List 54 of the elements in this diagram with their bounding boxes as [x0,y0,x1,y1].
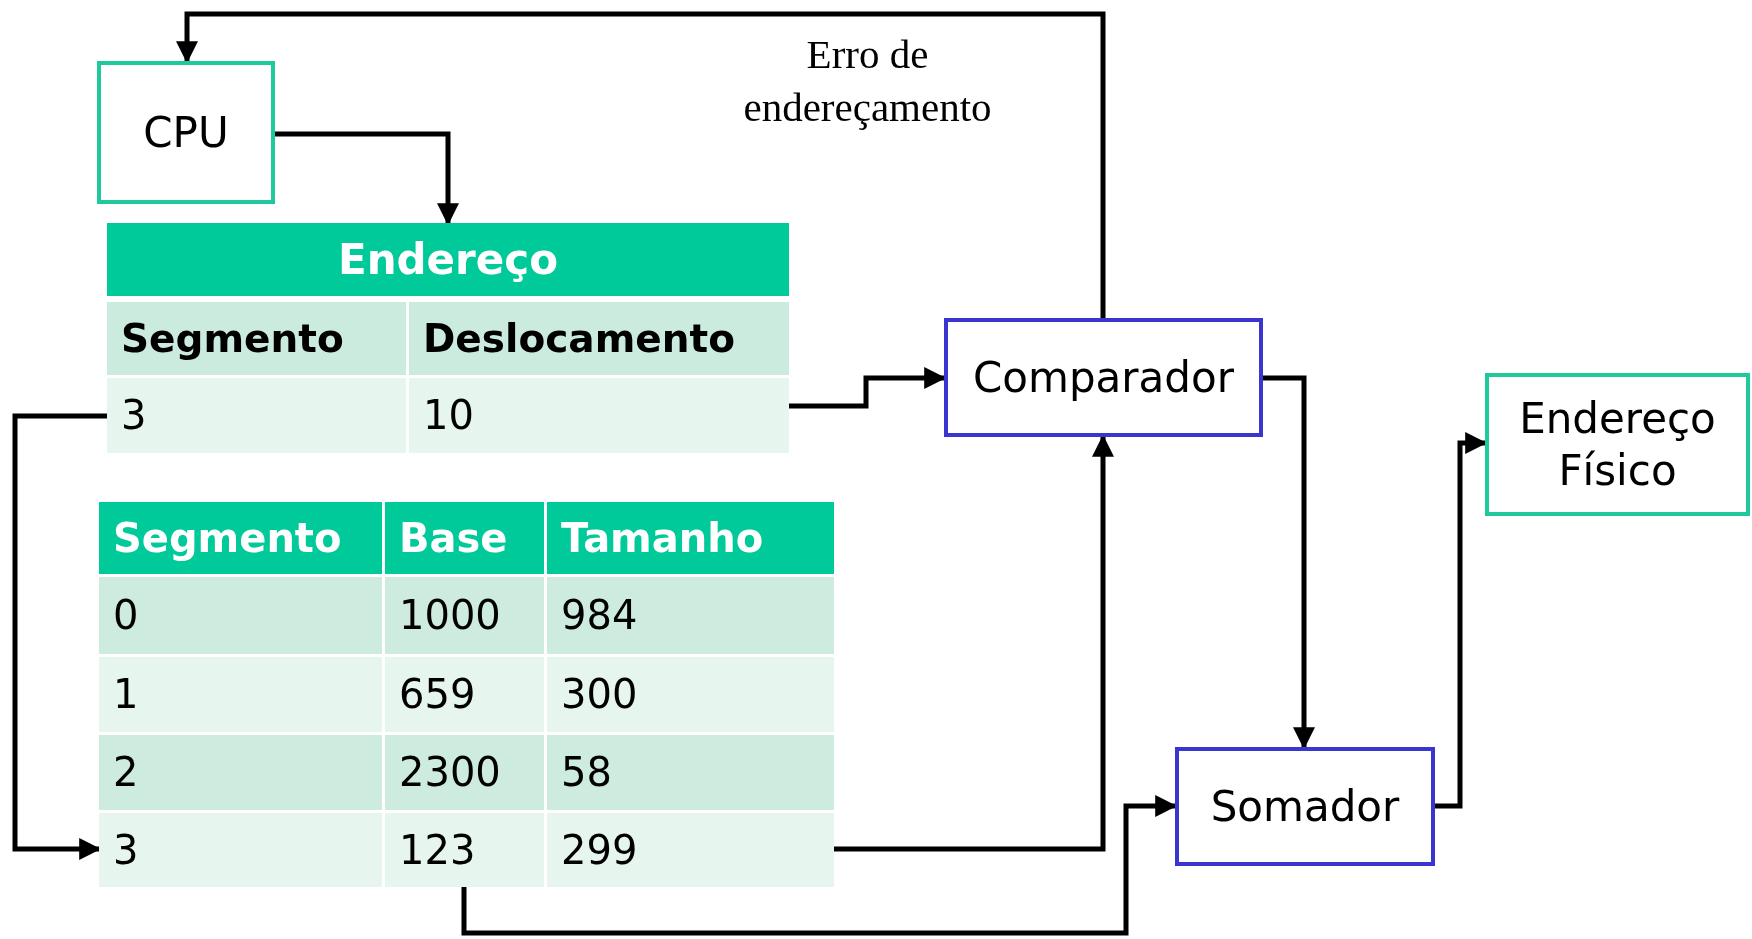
process-box [1485,373,1750,516]
table-header-cell [409,302,789,375]
header-text: Segmento [121,314,345,363]
header-text: Segmento [113,513,343,563]
table-header-cell [547,502,834,574]
box-label: Comparador [972,351,1235,404]
table-cell [385,813,544,887]
cell-text: 2300 [399,748,502,797]
process-box [97,61,275,204]
table-header-cell [99,502,382,574]
arrow [275,131,459,226]
cell-text: 1000 [399,591,502,640]
header-text: Deslocamento [423,314,736,363]
table-cell [409,378,789,453]
table-header-cell [385,502,544,574]
table-cell [385,657,544,732]
table-cell [99,813,382,887]
process-box [944,318,1263,437]
table-cell [385,577,544,654]
address-table [107,223,789,453]
cell-text: 58 [561,748,613,797]
box-label: Endereço Físico [1518,393,1717,496]
table-cell [99,577,382,654]
cell-text: 123 [399,825,477,875]
cell-text: 3 [113,825,140,875]
process-box [1175,747,1435,866]
table-cell [107,378,406,453]
cell-text: 1 [113,670,140,719]
annotation-text: Erro de endereçamento [742,30,993,133]
table-cell [547,577,834,654]
table-cell [547,813,834,887]
table-cell [547,735,834,810]
cell-text: 659 [399,670,477,719]
box-label: Somador [1209,780,1401,833]
table-cell [385,735,544,810]
table-header-cell [107,302,406,375]
cell-text: 300 [561,670,639,719]
cell-text: 0 [113,591,140,640]
arrow [176,11,1106,318]
table-cell [99,735,382,810]
header-text: Base [399,513,509,563]
box-label: CPU [142,106,230,159]
cell-text: 299 [561,825,639,875]
table-cell [547,657,834,732]
arrow [12,413,107,860]
cell-text: 2 [113,748,140,797]
header-text: Tamanho [561,513,765,563]
cell-text: 984 [561,591,639,640]
segment-table [99,502,834,887]
cell-text: 10 [423,391,475,440]
cell-text: 3 [121,391,148,440]
arrow [1263,375,1315,750]
table-cell [99,657,382,732]
table-title: Endereço [107,223,789,296]
